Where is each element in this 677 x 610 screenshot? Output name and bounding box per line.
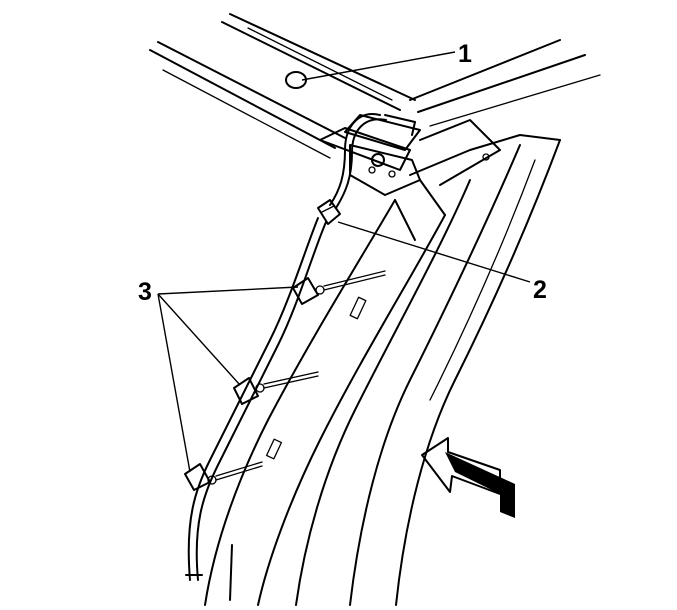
harness-connector — [317, 199, 341, 225]
wiring-harness — [185, 113, 387, 581]
harness-clip-lower — [184, 461, 263, 491]
harness-clip-middle — [233, 371, 319, 405]
callout-3: 3 — [138, 278, 152, 306]
roof-rail — [149, 13, 601, 171]
arrow-shadow — [445, 452, 515, 518]
leader-lines — [157, 51, 531, 473]
callout-2: 2 — [533, 276, 547, 304]
grommet-hole — [371, 153, 385, 167]
harness-clip-upper — [292, 270, 386, 305]
direction-arrow — [421, 437, 515, 518]
pillar-slot — [265, 438, 283, 460]
a-pillar — [204, 139, 561, 606]
roof-grommet — [285, 71, 307, 89]
pillar-slot — [349, 296, 367, 320]
callout-1: 1 — [458, 40, 472, 68]
